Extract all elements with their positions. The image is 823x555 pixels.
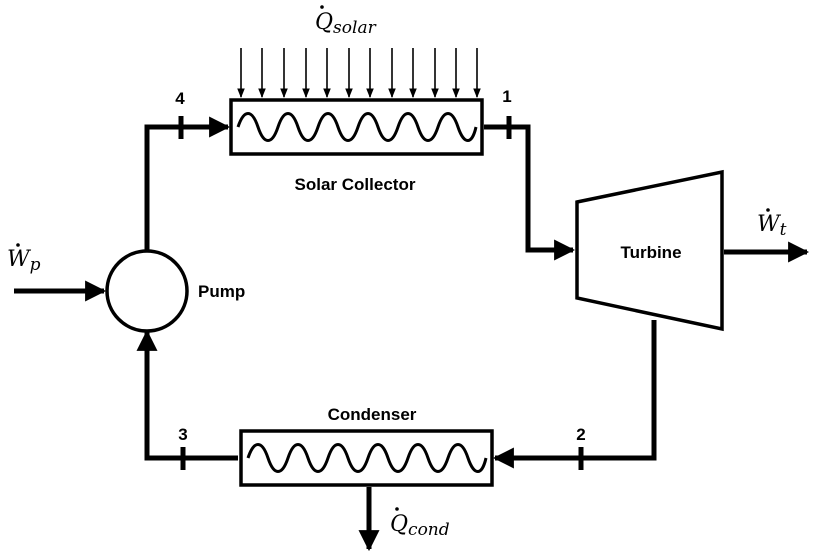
q-cond-label: Qcond — [390, 507, 450, 540]
turbine-label: Turbine — [620, 243, 681, 262]
state-3-label: 3 — [178, 425, 187, 444]
w-turbine-symbol: W — [757, 212, 782, 237]
pipe-turbine-to-condenser — [492, 320, 657, 469]
svg-text:Wt: Wt — [757, 212, 787, 240]
pump-body — [105, 249, 189, 333]
solar-radiation-arrows — [237, 48, 481, 98]
turbine-body — [575, 169, 724, 332]
pipe-collector-to-turbine — [484, 124, 576, 261]
w-turbine-label: Wt — [757, 208, 787, 240]
w-pump-label: Wp — [7, 243, 41, 275]
w-turbine-dot — [766, 208, 770, 212]
pump-label: Pump — [198, 282, 245, 301]
q-cond-dot — [395, 507, 399, 511]
q-solar-subscript: solar — [333, 18, 377, 38]
pipe-network — [14, 116, 810, 552]
pipe-pump-to-collector — [144, 116, 231, 250]
condenser-label: Condenser — [328, 405, 417, 424]
svg-text:Qsolar: Qsolar — [315, 10, 377, 38]
w-pump-dot — [16, 243, 20, 247]
w-pump-symbol: W — [7, 247, 32, 272]
q-solar-dot — [320, 5, 324, 9]
q-solar-label: Qsolar — [315, 5, 377, 38]
q-solar-symbol: Q — [315, 10, 333, 35]
state-point-ticks — [178, 116, 584, 470]
q-cond-symbol: Q — [390, 512, 408, 537]
pipe-condenser-to-pump — [136, 329, 238, 461]
q-cond-subscript: cond — [408, 520, 450, 540]
state-4-label: 4 — [175, 89, 185, 108]
solar-collector-coil — [236, 112, 478, 142]
svg-text:Wp: Wp — [7, 247, 41, 275]
solar-collector-label: Solar Collector — [295, 175, 416, 194]
w-turbine-subscript: t — [780, 220, 787, 240]
state-1-label: 1 — [502, 87, 511, 106]
condenser — [239, 429, 494, 487]
svg-text:Qcond: Qcond — [390, 512, 450, 540]
condenser-coil — [246, 443, 488, 473]
state-2-label: 2 — [576, 425, 585, 444]
solar-collector — [229, 98, 484, 156]
w-pump-subscript: p — [30, 255, 41, 275]
